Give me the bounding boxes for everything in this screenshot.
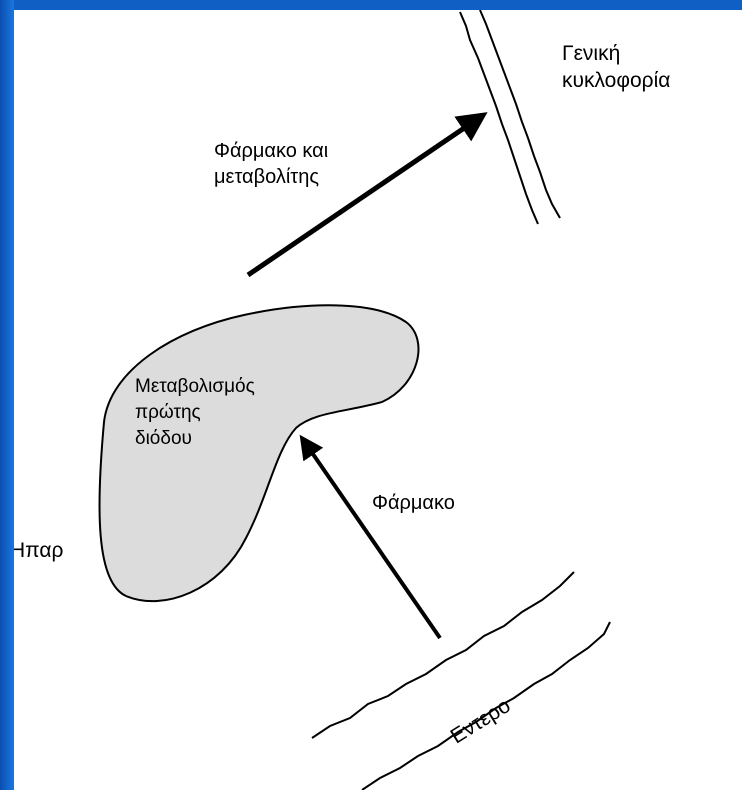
drug-and-metabolite-label: Φάρμακο και μεταβολίτης xyxy=(214,138,328,190)
first-pass-line-1: Μεταβολισμός xyxy=(135,374,255,400)
arrow-to-liver xyxy=(306,444,440,638)
slide-frame-left xyxy=(0,0,14,790)
liver-label: Ηπαρ xyxy=(14,538,63,564)
first-pass-line-2: πρώτης xyxy=(135,400,255,426)
diagram-canvas: Γενική κυκλοφορία Φάρμακο και μεταβολίτη… xyxy=(14,10,742,790)
general-circulation-line-2: κυκλοφορία xyxy=(562,67,670,94)
drug-and-metabolite-line-2: μεταβολίτης xyxy=(214,164,328,190)
first-pass-metabolism-label: Μεταβολισμός πρώτης διόδου xyxy=(135,374,255,452)
drug-and-metabolite-line-1: Φάρμακο και xyxy=(214,138,328,164)
general-circulation-line-1: Γενική xyxy=(562,40,670,67)
liver-shape xyxy=(99,305,418,601)
drug-label: Φάρμακο xyxy=(372,490,455,516)
circulation-vessel-right-wall xyxy=(480,10,560,218)
intestine-wall-upper xyxy=(312,572,574,738)
first-pass-line-3: διόδου xyxy=(135,426,255,452)
pharmacokinetics-diagram xyxy=(14,10,742,790)
slide-frame-top xyxy=(0,0,742,10)
circulation-vessel-left-wall xyxy=(460,12,538,224)
general-circulation-label: Γενική κυκλοφορία xyxy=(562,40,670,94)
